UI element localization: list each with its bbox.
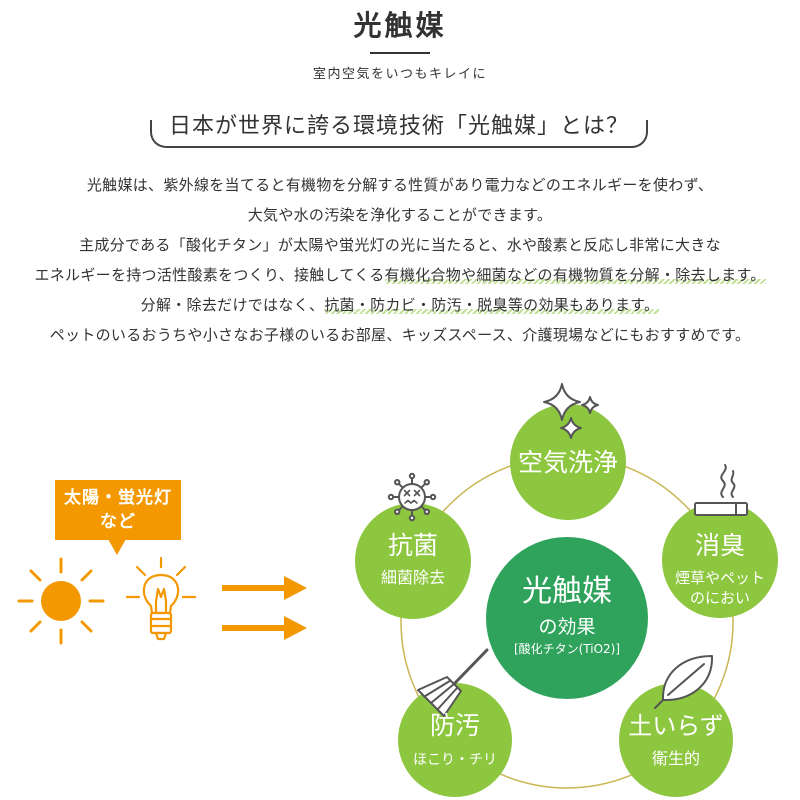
arrow-right-icon	[222, 616, 307, 640]
effect-title: 消臭	[695, 531, 745, 560]
intro-line: エネルギーを持つ活性酸素をつくり、接触してくる有機化合物や細菌などの有機物質を分…	[0, 260, 800, 290]
intro-paragraph: 光触媒は、紫外線を当てると有機物を分解する性質があり電力などのエネルギーを使わず…	[0, 170, 800, 350]
center-subtitle: の効果	[538, 616, 595, 638]
light-source-label: 太陽・蛍光灯 など	[55, 480, 181, 540]
effect-desc: ほこり・チリ	[413, 752, 497, 768]
intro-line-text: 光触媒は、紫外線を当てると有機物を分解する性質があり電力などのエネルギーを使わず…	[86, 176, 714, 194]
effect-circle-deodorize	[662, 502, 778, 618]
effect-circle-air-purification	[510, 404, 626, 520]
effect-desc: 衛生的	[652, 749, 700, 768]
effect-desc: のにおい	[690, 589, 750, 607]
intro-line-text: エネルギーを持つ活性酸素をつくり、接触してくる	[34, 266, 385, 284]
effect-circle-antifouling	[398, 683, 512, 797]
center-circle	[486, 537, 648, 699]
cigarette-icon	[694, 464, 748, 516]
light-bulb-icon	[125, 556, 197, 641]
intro-line: 大気や水の汚染を浄化することができます。	[0, 200, 800, 230]
effect-title: 土いらず	[628, 712, 724, 740]
intro-line-text: 大気や水の汚染を浄化することができます。	[247, 206, 553, 224]
light-source-label-line: 太陽・蛍光灯	[64, 488, 172, 508]
intro-line: 光触媒は、紫外線を当てると有機物を分解する性質があり電力などのエネルギーを使わず…	[0, 170, 800, 200]
intro-line-text: 主成分である「酸化チタン」が太陽や蛍光灯の光に当たると、水や酸素と反応し非常に大…	[79, 236, 721, 254]
intro-line-highlight: 有機化合物や細菌などの有機物質を分解・除去します。	[384, 266, 766, 284]
intro-line-highlight: 抗菌・防カビ・防汚・脱臭等の効果もあります。	[324, 296, 660, 314]
sun-icon	[17, 557, 105, 645]
effect-title: 防汚	[430, 711, 480, 740]
intro-line: ペットのいるおうちや小さなお子様のいるお部屋、キッズスペース、介護現場などにもお…	[0, 320, 800, 350]
leaf-icon	[654, 655, 714, 709]
effect-circle-soil-free	[619, 683, 733, 797]
arrow-right-icon	[222, 576, 307, 600]
heading-bracket-frame	[150, 120, 648, 148]
effect-desc: 煙草やペット	[675, 569, 765, 587]
broom-icon	[417, 648, 489, 717]
intro-line-text: 分解・除去だけではなく、	[140, 296, 325, 314]
tagline: 室内空気をいつもキレイに	[312, 67, 487, 82]
center-note: [酸化チタン(TiO2)]	[514, 641, 620, 656]
center-title: 光触媒	[522, 574, 612, 609]
sparkle-icon	[543, 383, 599, 439]
light-source-label-line: など	[100, 512, 136, 532]
germ-icon	[387, 472, 437, 522]
light-source-label-pointer	[108, 539, 126, 555]
effect-title: 空気洗浄	[518, 448, 618, 477]
intro-line-text: ペットのいるおうちや小さなお子様のいるお部屋、キッズスペース、介護現場などにもお…	[49, 326, 751, 344]
title-divider	[370, 52, 430, 54]
intro-line: 分解・除去だけではなく、抗菌・防カビ・防汚・脱臭等の効果もあります。	[0, 290, 800, 320]
section-heading-text: 日本が世界に誇る環境技術「光触媒」とは？	[168, 114, 629, 139]
effect-desc: 細菌除去	[381, 568, 445, 587]
intro-line: 主成分である「酸化チタン」が太陽や蛍光灯の光に当たると、水や酸素と反応し非常に大…	[0, 230, 800, 260]
page-title: 光触媒	[353, 9, 447, 42]
effect-circle-antibacterial	[355, 503, 471, 619]
section-heading: 日本が世界に誇る環境技術「光触媒」とは？	[150, 110, 648, 148]
effect-title: 抗菌	[388, 531, 438, 560]
